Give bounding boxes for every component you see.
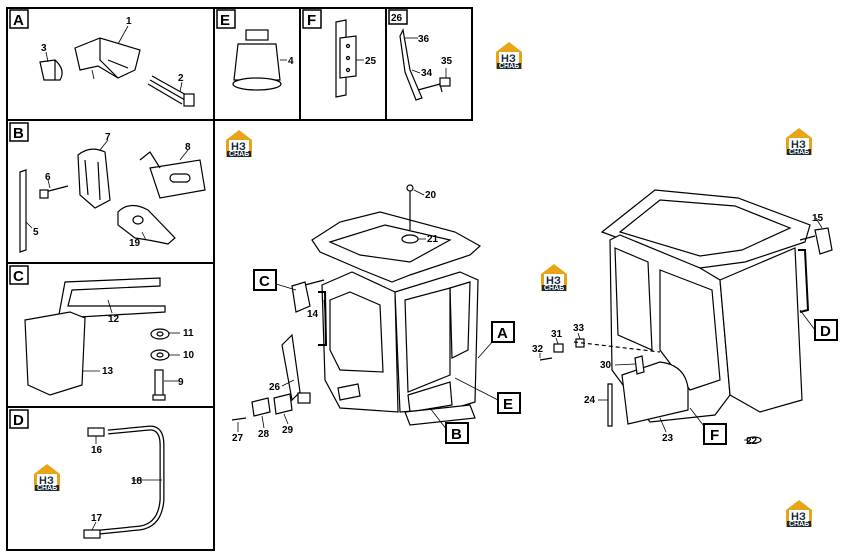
panel-efg-parts: [232, 19, 451, 101]
callout-f: F: [710, 427, 719, 444]
cab-front-view: [231, 184, 482, 426]
panel-frames: [6, 7, 473, 551]
label-35: 35: [441, 56, 453, 67]
panel-tag-f: F: [307, 12, 316, 29]
panel-tag-a: A: [13, 12, 24, 29]
label-15: 15: [812, 213, 824, 224]
label-33: 33: [573, 323, 585, 334]
svg-text:НЗ: НЗ: [501, 53, 516, 65]
label-18: 18: [131, 476, 143, 487]
label-28: 28: [258, 429, 270, 440]
label-34: 34: [421, 68, 433, 79]
svg-text:СНАБ: СНАБ: [499, 63, 519, 70]
callout-a: A: [497, 325, 508, 342]
panel-tag-b: B: [13, 125, 24, 142]
label-1: 1: [126, 16, 132, 27]
label-30: 30: [600, 360, 612, 371]
part-labels: 1 2 3 4 5 6 7 8 9 10 11 12 13 14 15 16 1…: [33, 16, 824, 524]
label-6: 6: [45, 172, 51, 183]
panel-tag-26: 26: [391, 13, 403, 24]
panel-a-parts: [39, 37, 195, 107]
label-25: 25: [365, 56, 377, 67]
label-9: 9: [178, 377, 184, 388]
label-3: 3: [41, 43, 47, 54]
svg-text:СНАБ: СНАБ: [229, 151, 249, 158]
label-12: 12: [108, 314, 120, 325]
label-2: 2: [178, 73, 184, 84]
svg-text:СНАБ: СНАБ: [789, 149, 809, 156]
svg-text:НЗ: НЗ: [39, 475, 54, 487]
callout-b: B: [451, 426, 462, 443]
leader-lines: [25, 25, 823, 531]
label-20: 20: [425, 190, 437, 201]
label-5: 5: [33, 227, 39, 238]
svg-text:СНАБ: СНАБ: [789, 521, 809, 528]
label-26: 26: [269, 382, 281, 393]
label-17: 17: [91, 513, 103, 524]
callout-e: E: [503, 396, 513, 413]
label-21: 21: [427, 234, 439, 245]
callout-boxes: C A E B D F: [253, 269, 838, 445]
svg-text:НЗ: НЗ: [231, 141, 246, 153]
label-8: 8: [185, 142, 191, 153]
callout-d: D: [820, 323, 831, 340]
label-10: 10: [183, 350, 195, 361]
label-11: 11: [183, 328, 194, 339]
label-19: 19: [129, 238, 141, 249]
svg-text:СНАБ: СНАБ: [37, 485, 57, 492]
label-7: 7: [105, 132, 111, 143]
panel-tag-e: E: [220, 12, 230, 29]
svg-text:СНАБ: СНАБ: [544, 285, 564, 292]
label-29: 29: [282, 425, 294, 436]
panel-tag-d: D: [13, 412, 24, 429]
svg-text:НЗ: НЗ: [546, 275, 561, 287]
label-24: 24: [584, 395, 596, 406]
label-32: 32: [532, 344, 544, 355]
label-27: 27: [232, 433, 244, 444]
label-22: 22: [746, 436, 758, 447]
label-13: 13: [102, 366, 114, 377]
panel-tag-c: C: [13, 268, 24, 285]
svg-text:НЗ: НЗ: [791, 139, 806, 151]
panel-b-parts: [19, 148, 206, 253]
label-14: 14: [307, 309, 319, 320]
panel-c-parts: [24, 277, 170, 401]
cab-rear-view: [539, 189, 833, 444]
panel-tags: A B C D E F 26: [9, 9, 408, 429]
label-16: 16: [91, 445, 103, 456]
label-36: 36: [418, 34, 430, 45]
label-23: 23: [662, 433, 674, 444]
label-4: 4: [288, 56, 294, 67]
callout-c: C: [259, 273, 270, 290]
svg-text:НЗ: НЗ: [791, 511, 806, 523]
label-31: 31: [551, 329, 563, 340]
